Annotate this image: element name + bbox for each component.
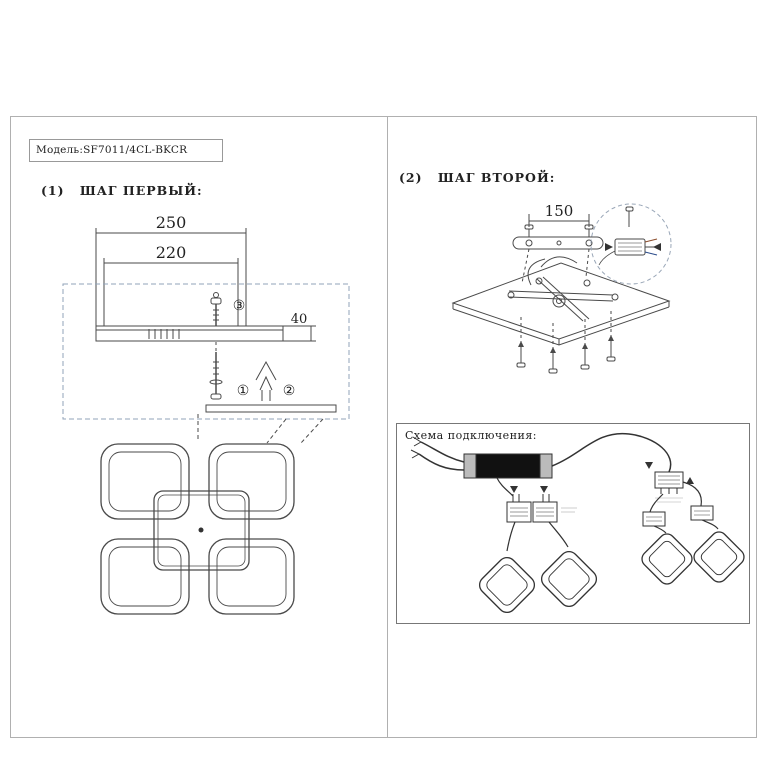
step-two-number: (2) [399,170,423,185]
screw-bottom [209,352,223,400]
ceiling-surface [205,404,337,413]
bottom-screws [516,311,616,374]
right-connector [645,462,694,503]
detail-arrow-right-icon [605,243,613,251]
dashed-boundary [62,283,350,420]
wire-to-right [551,432,672,473]
fixture-ring-bottom-right [208,538,295,615]
strap-screws [524,224,594,237]
fixture-ring-top-right [208,443,295,520]
insert-arrow [255,360,277,401]
wire-to-middle [496,477,514,497]
mounting-strap [512,236,604,250]
step-two-diagram: 150 [451,202,672,374]
fixture-centre-dot [198,527,204,533]
dimension-150-label: 150 [545,202,574,220]
dimension-40-label: 40 [291,312,308,327]
dimension-40 [283,325,316,342]
led-module-2 [540,550,598,608]
model-box: Модель:SF7011/4CL-BKCR [29,139,223,162]
step-one-number: (1) [41,183,65,198]
screw-top [210,292,222,326]
mounting-bar [95,325,284,342]
fixture-drawing [100,443,295,615]
fixture-centre-frame [153,490,250,571]
dimension-250-label: 250 [156,213,187,232]
wiring-box: Схема подключения: [396,423,750,624]
led-driver [410,436,553,479]
fixture-ring-bottom-left [100,538,190,615]
step-two-title: (2) ШАГ ВТОРОЙ: [399,170,555,185]
module-wires [506,481,719,552]
leader-lines [197,414,324,444]
dimension-220 [103,258,239,326]
detail-circle [590,203,672,285]
wiring-title: Схема подключения: [405,429,537,442]
led-module-4 [693,531,745,583]
right-plug-blocks [642,505,714,527]
step-two-label: ШАГ ВТОРОЙ: [437,170,556,185]
strap-drop-lines [521,248,590,284]
step-one-title: (1) ШАГ ПЕРВЫЙ: [41,183,203,198]
led-module-1 [478,556,536,614]
model-label: Модель: [36,144,84,156]
led-module-3 [641,533,693,585]
panel-divider [387,117,388,737]
step-one-diagram: 250 220 [62,213,350,615]
middle-connectors [506,486,577,523]
marker-3: ③ [233,298,246,314]
dimension-250 [95,228,247,326]
model-value: SF7011/4CL-BKCR [83,144,188,156]
canopy-plate [451,256,671,346]
marker-2: ② [283,383,296,399]
step-one-label: ШАГ ПЕРВЫЙ: [79,183,203,198]
fixture-ring-top-left [100,443,190,520]
instruction-sheet: Модель:SF7011/4CL-BKCR (1) ШАГ ПЕРВЫЙ: (… [10,116,757,738]
detail-arrow-left-icon [653,243,661,251]
wiring-diagram [410,432,745,614]
marker-1: ① [237,383,250,399]
dimension-220-label: 220 [156,243,187,262]
